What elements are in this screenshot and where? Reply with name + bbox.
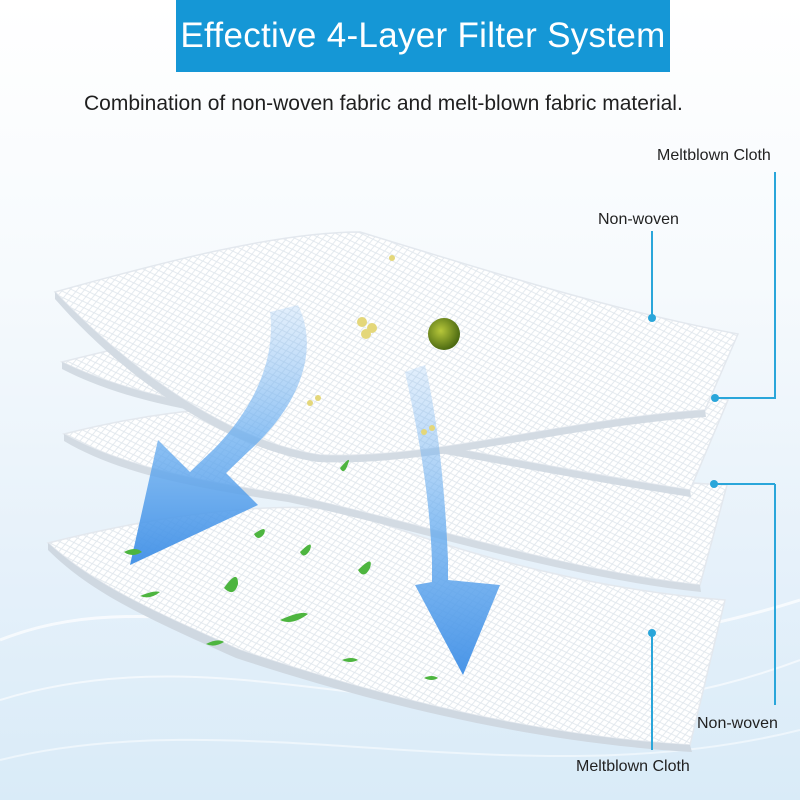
label-meltblown-top: Meltblown Cloth — [657, 147, 771, 164]
airflow-arrow-right — [405, 365, 500, 675]
layer-bottom-meltblown — [46, 506, 726, 752]
green-germ-particle — [428, 318, 460, 350]
pollen-particles — [307, 255, 435, 435]
label-non-woven-bottom: Non-woven — [697, 715, 778, 732]
label-non-woven-top: Non-woven — [598, 211, 679, 228]
title-banner: Effective 4-Layer Filter System — [176, 0, 670, 72]
airflow-arrow-left — [130, 305, 307, 565]
callout-dots — [648, 314, 719, 637]
leaf-particles — [124, 459, 438, 680]
label-meltblown-bottom: Meltblown Cloth — [576, 758, 690, 775]
subtitle: Combination of non-woven fabric and melt… — [84, 92, 683, 115]
page-title: Effective 4-Layer Filter System — [180, 16, 666, 55]
callout-lines — [651, 172, 776, 750]
